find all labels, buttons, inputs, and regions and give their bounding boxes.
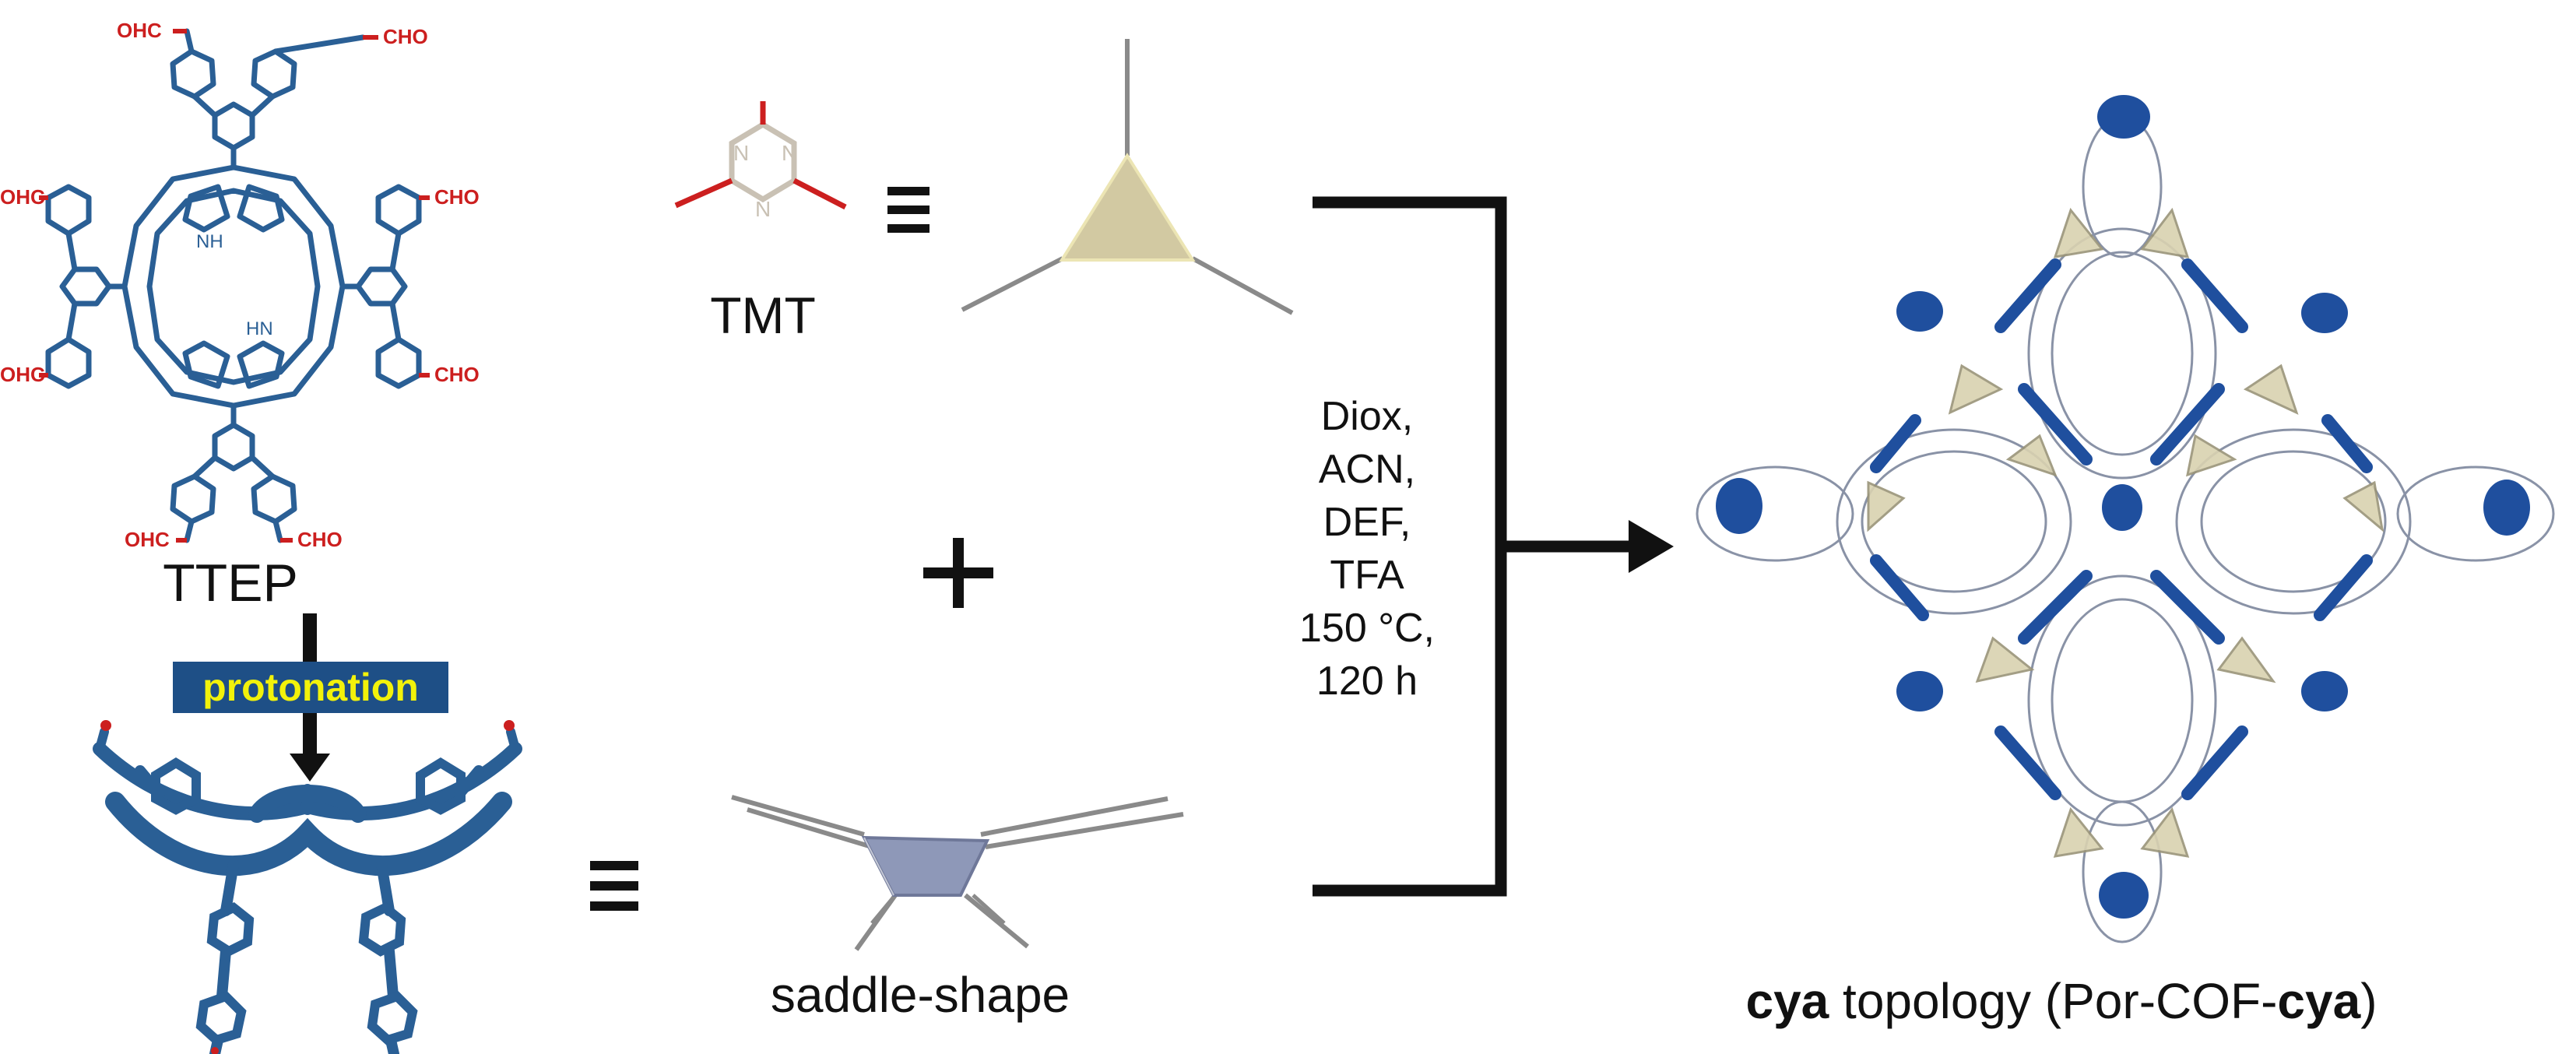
plus-sign bbox=[923, 538, 993, 608]
saddle-shape-node bbox=[731, 795, 1184, 951]
equivalence-symbol-saddle bbox=[590, 861, 638, 911]
cof-node-center bbox=[2102, 484, 2142, 531]
cof-node-right bbox=[2483, 480, 2530, 536]
reaction-bracket bbox=[1313, 196, 1635, 897]
condition-line-1: Diox, bbox=[1321, 394, 1413, 439]
cho-label-top-right: CHO bbox=[383, 25, 428, 48]
oxygen-atoms bbox=[100, 720, 515, 1054]
cof-node-upper-left bbox=[1896, 291, 1943, 332]
cho-label-bottom-right: CHO bbox=[297, 528, 343, 551]
reaction-conditions: Diox, ACN, DEF, TFA 150 °C, 120 h bbox=[1299, 394, 1435, 704]
condition-line-2: ACN, bbox=[1319, 447, 1415, 492]
condition-line-4: TFA bbox=[1330, 553, 1404, 598]
condition-line-3: DEF, bbox=[1323, 500, 1411, 545]
tmt-label: TMT bbox=[710, 286, 816, 344]
topology-caption: cya topology (Por-COF-cya) bbox=[1745, 973, 2377, 1029]
tmt-n-atom-3: N bbox=[755, 197, 771, 221]
cof-node-upper-right bbox=[2301, 293, 2348, 333]
cof-node-bottom bbox=[2099, 872, 2149, 919]
cho-label-mid-right: CHO bbox=[434, 185, 480, 209]
nh-label: NH bbox=[196, 231, 223, 252]
tmt-molecule: N N N bbox=[674, 101, 847, 221]
cof-node-lower-left bbox=[1896, 671, 1943, 711]
condition-line-6: 120 h bbox=[1316, 659, 1418, 704]
triangle-node bbox=[961, 39, 1294, 315]
ttep-label: TTEP bbox=[163, 553, 298, 613]
topology-middle: topology (Por-COF- bbox=[1829, 973, 2277, 1029]
ohc-label-mid-left: OHC bbox=[0, 185, 45, 209]
tmt-n-atom-2: N bbox=[782, 141, 797, 165]
topology-bold-2: cya bbox=[2277, 973, 2360, 1029]
saddle-shape-label: saddle-shape bbox=[771, 967, 1070, 1023]
cof-node-left bbox=[1716, 478, 1762, 534]
cho-label-lower-right: CHO bbox=[434, 363, 480, 386]
topology-close: ) bbox=[2360, 973, 2377, 1029]
ttep-molecule bbox=[45, 28, 422, 543]
topology-bold-1: cya bbox=[1745, 973, 1829, 1029]
protonation-label-bg bbox=[173, 662, 448, 713]
equivalence-symbol-tmt bbox=[887, 187, 930, 233]
tmt-n-atom-1: N bbox=[733, 141, 749, 165]
reaction-arrow-head bbox=[1629, 520, 1674, 573]
cof-framework bbox=[1696, 95, 2555, 943]
ohc-label-lower-left: OHC bbox=[0, 363, 45, 386]
condition-line-5: 150 °C, bbox=[1299, 606, 1435, 651]
aldehyde-labels: OHC CHO OHC CHO OHC CHO OHC CHO bbox=[0, 19, 480, 551]
protonation-label: protonation bbox=[202, 666, 419, 709]
saddle-porphyrin-model bbox=[93, 727, 522, 1054]
ohc-label-top-left: OHC bbox=[117, 19, 162, 42]
cof-node-lower-right bbox=[2301, 671, 2348, 711]
ohc-label-bottom-left: OHC bbox=[125, 528, 170, 551]
hn-label: HN bbox=[246, 318, 273, 339]
aldehyde-groups bbox=[39, 29, 430, 543]
cof-node-top bbox=[2097, 95, 2150, 139]
